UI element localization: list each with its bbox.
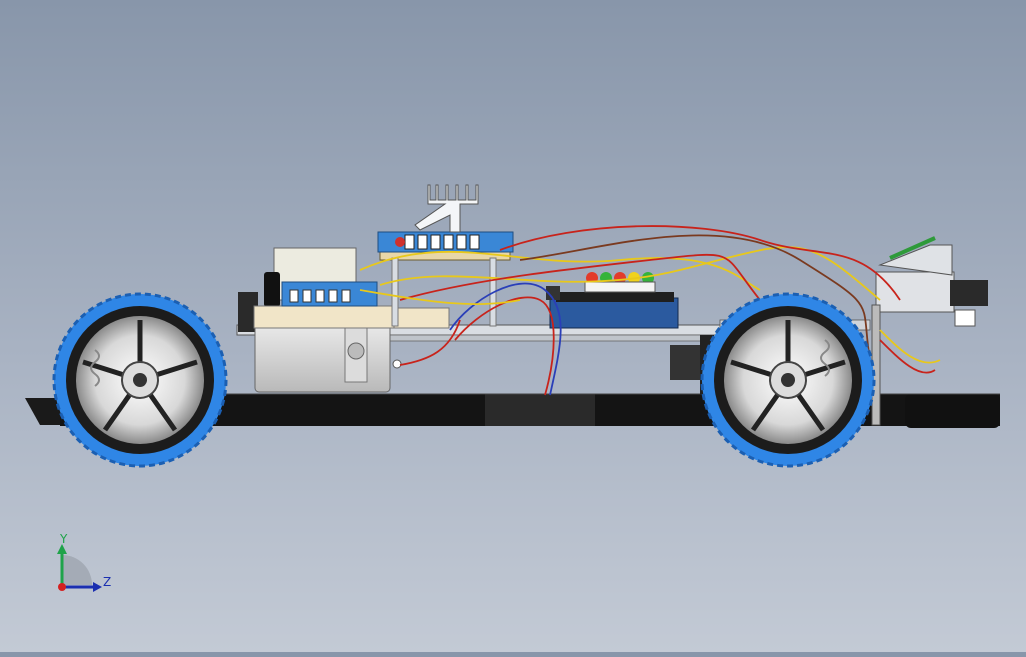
terminal-board-top xyxy=(377,184,514,327)
z-axis-label: Z xyxy=(103,575,112,589)
orientation-triad: Y Z xyxy=(40,530,130,600)
sensor-module xyxy=(871,236,988,426)
motor xyxy=(254,309,402,393)
x-axis-dot xyxy=(58,583,66,591)
wiring xyxy=(359,225,941,396)
rear-wheel xyxy=(700,292,876,468)
triad-axes xyxy=(57,544,102,592)
front-wheel xyxy=(52,292,228,468)
y-axis-label: Y xyxy=(60,532,68,546)
relay-board-left xyxy=(281,281,378,307)
controller-board xyxy=(546,272,679,329)
suspension xyxy=(90,339,830,387)
y-axis-arrow xyxy=(57,544,67,554)
z-axis-arrow xyxy=(93,582,102,592)
